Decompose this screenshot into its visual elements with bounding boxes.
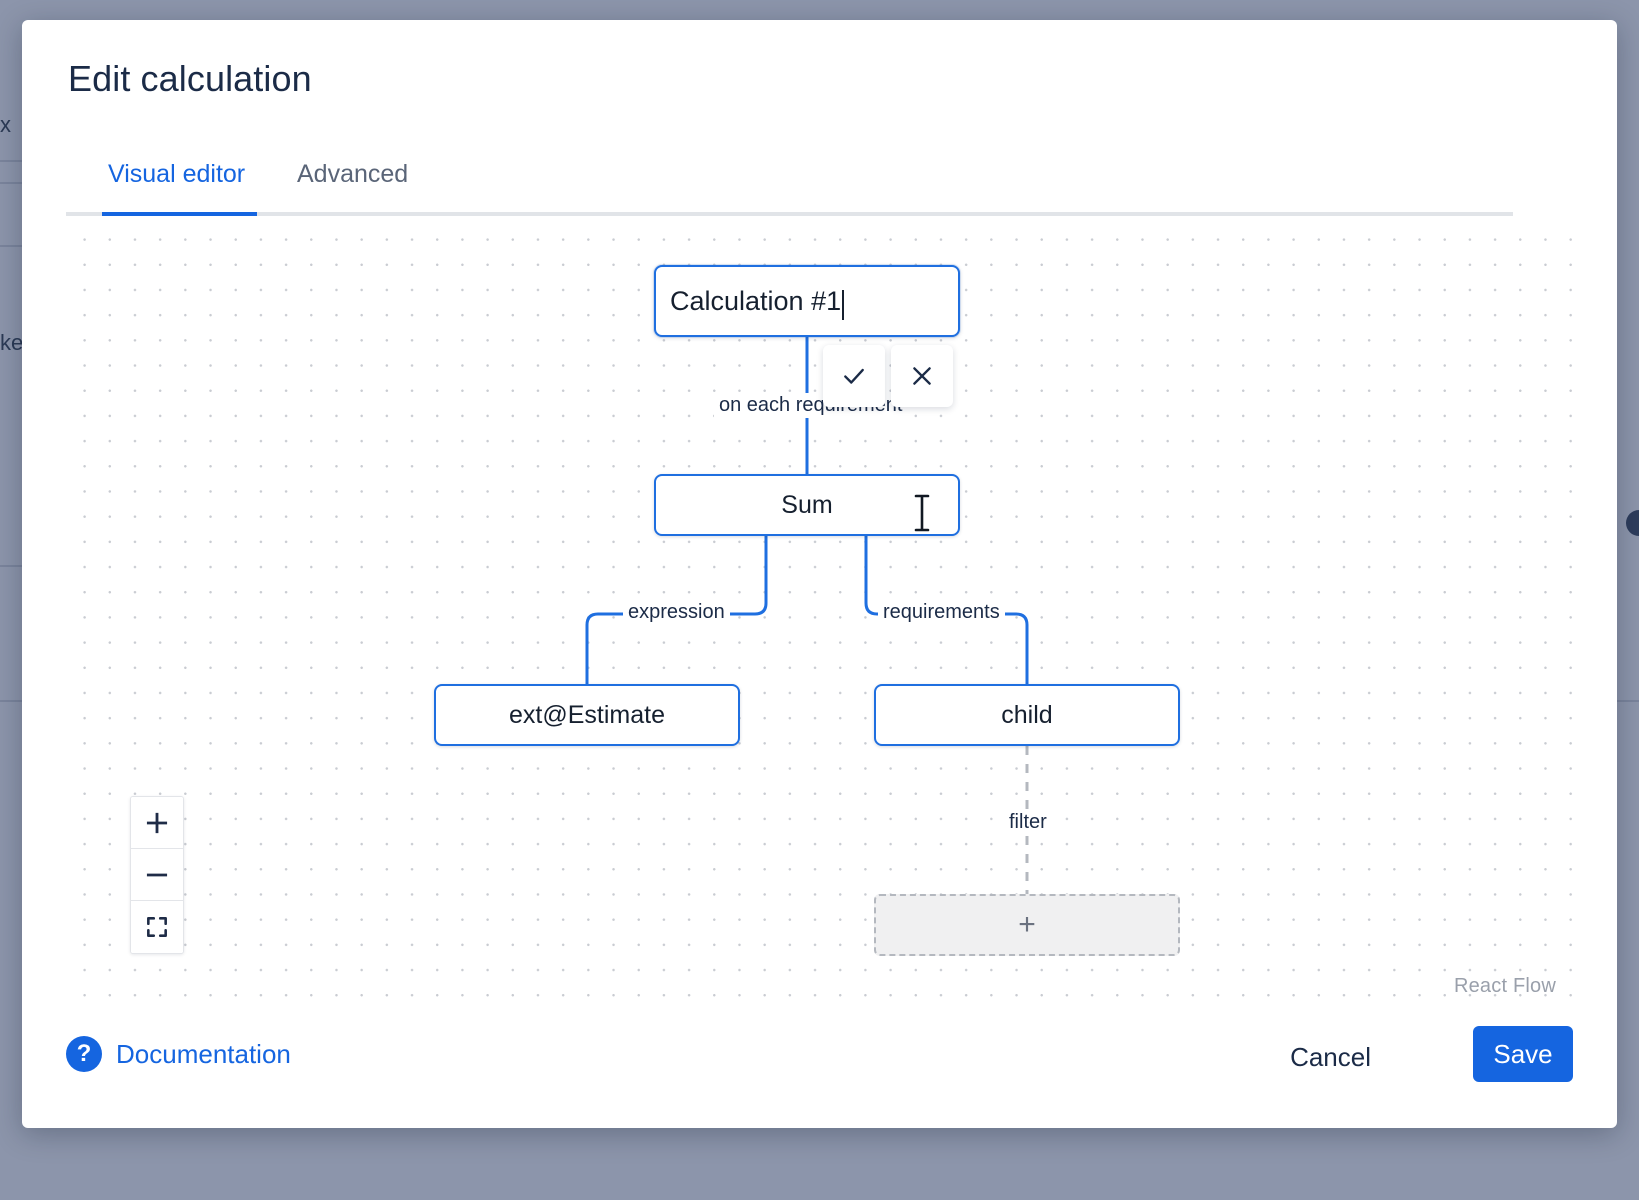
confirm-rename-button[interactable] [823, 345, 885, 407]
edge-label-requirements: requirements [878, 600, 1005, 625]
zoom-controls [130, 796, 184, 954]
tab-visual-editor[interactable]: Visual editor [102, 160, 251, 203]
tab-bar: Visual editor Advanced [66, 160, 1556, 222]
node-child[interactable]: child [874, 684, 1180, 746]
backdrop-avatar [1626, 510, 1639, 536]
tab-advanced[interactable]: Advanced [291, 160, 414, 203]
dialog-footer: ? Documentation Cancel Save [22, 1008, 1617, 1128]
edit-calculation-dialog: Edit calculation Visual editor Advanced … [22, 20, 1617, 1128]
node-calculation-name-input[interactable]: Calculation #1 [654, 265, 960, 337]
node-child-label: child [1001, 700, 1053, 729]
backdrop-divider [0, 245, 22, 247]
add-filter-placeholder-node[interactable]: + [874, 894, 1180, 956]
plus-icon: + [1018, 908, 1036, 941]
backdrop-divider [0, 700, 22, 702]
backdrop-divider [0, 182, 22, 184]
backdrop-text-fragment: ke [0, 330, 24, 355]
page-title: Edit calculation [68, 58, 312, 99]
fit-view-icon [147, 917, 167, 937]
close-icon [913, 367, 931, 385]
backdrop-divider [1617, 700, 1639, 702]
help-circle-icon: ? [66, 1036, 102, 1072]
zoom-in-button[interactable] [131, 797, 183, 849]
tab-underline-track [66, 212, 1513, 216]
node-sum[interactable]: Sum [654, 474, 960, 536]
tab-active-indicator [102, 212, 257, 216]
edge-label-expression: expression [623, 600, 730, 625]
documentation-link[interactable]: ? Documentation [66, 1036, 291, 1072]
inline-edit-actions [823, 345, 959, 407]
backdrop-divider [0, 565, 22, 567]
node-sum-label: Sum [781, 490, 833, 519]
cancel-rename-button[interactable] [891, 345, 953, 407]
flow-canvas[interactable]: Calculation #1 Sum ext@Estimate child + … [66, 218, 1574, 1008]
zoom-out-button[interactable] [131, 849, 183, 901]
backdrop-text-fragment: x [0, 112, 11, 137]
minus-icon [146, 873, 168, 876]
save-button[interactable]: Save [1473, 1026, 1573, 1082]
node-ext-estimate-label: ext@Estimate [509, 700, 665, 729]
check-icon [844, 368, 864, 384]
react-flow-attribution[interactable]: React Flow [1453, 975, 1556, 997]
fit-view-button[interactable] [131, 901, 183, 953]
calculation-name-value: Calculation #1 [670, 285, 842, 316]
text-caret [842, 290, 845, 320]
node-ext-estimate[interactable]: ext@Estimate [434, 684, 740, 746]
plus-icon [146, 812, 168, 833]
documentation-label: Documentation [116, 1038, 291, 1069]
edge-label-filter: filter [1004, 810, 1052, 835]
backdrop-divider [0, 160, 22, 162]
cancel-button[interactable]: Cancel [1276, 1032, 1385, 1083]
